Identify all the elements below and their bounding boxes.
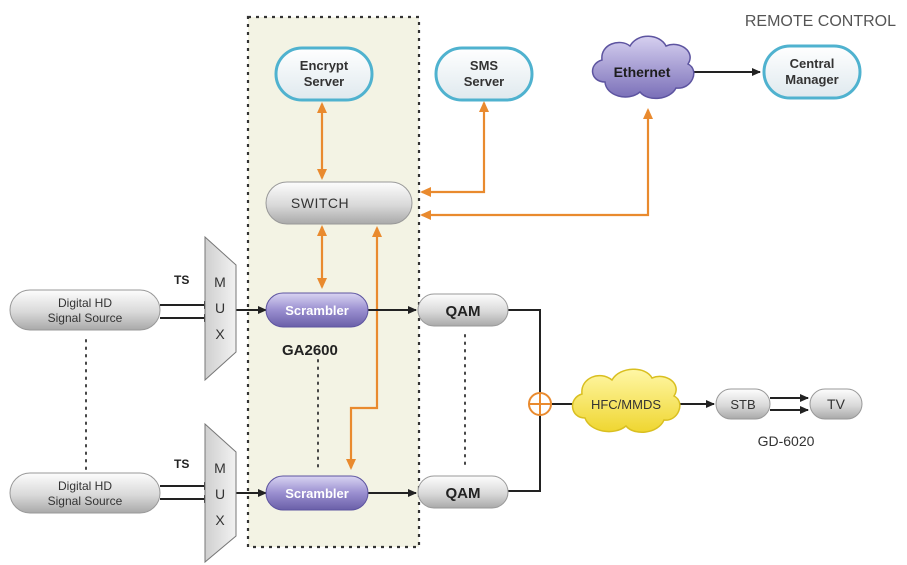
ga2600-label: GA2600: [282, 342, 338, 359]
qam-top-label: QAM: [446, 303, 481, 320]
ethernet-label: Ethernet: [614, 64, 671, 80]
switch-scrambler-bottom-link: [346, 226, 382, 470]
sms-server-node: SMS Server: [434, 46, 534, 102]
combiner-symbol: [528, 392, 552, 416]
qam-bottom-label: QAM: [446, 485, 481, 502]
gd6020-label: GD-6020: [758, 433, 815, 449]
sms-switch-link: [420, 101, 489, 197]
tv-node: TV: [809, 388, 863, 420]
central-manager-node: Central Manager: [762, 44, 862, 100]
switch-label: SWITCH: [291, 195, 349, 211]
qam-bottom: QAM: [417, 475, 509, 509]
scrambler-top-label: Scrambler: [285, 303, 349, 318]
ethernet-switch-link: [420, 108, 653, 220]
ts-label-top: TS: [174, 273, 189, 287]
source-bottom-line2: Signal Source: [48, 494, 123, 508]
source-bottom-line1: Digital HD: [58, 479, 112, 493]
remote-control-title: REMOTE CONTROL: [745, 13, 896, 30]
mux-top: M U X: [204, 235, 237, 382]
mux-bottom-letter-1: M: [214, 460, 226, 476]
source-top-line2: Signal Source: [48, 311, 123, 325]
tv-label: TV: [827, 396, 846, 412]
encrypt-server-line1: Encrypt: [300, 58, 349, 73]
ethernet-cloud: Ethernet: [591, 35, 695, 100]
signal-source-top: Digital HD Signal Source: [9, 289, 161, 331]
signal-source-bottom: Digital HD Signal Source: [9, 472, 161, 514]
stb-label: STB: [730, 397, 755, 412]
hfc-mmds-cloud: HFC/MMDS: [571, 368, 681, 433]
switch-node: SWITCH: [265, 181, 413, 225]
encrypt-server-node: Encrypt Server: [274, 46, 374, 102]
sms-server-line2: Server: [464, 74, 504, 89]
ellipsis-dots: [85, 334, 466, 471]
encrypt-server-line2: Server: [304, 74, 344, 89]
central-manager-line2: Manager: [785, 72, 838, 87]
mux-bottom-letter-2: U: [215, 486, 225, 502]
mux-bottom-letter-3: X: [215, 512, 225, 528]
control-links: [317, 101, 653, 470]
hfc-mmds-label: HFC/MMDS: [591, 397, 661, 412]
ts-label-bottom: TS: [174, 457, 189, 471]
scrambler-top: Scrambler: [265, 292, 369, 328]
scrambler-bottom-label: Scrambler: [285, 486, 349, 501]
scrambler-bottom: Scrambler: [265, 475, 369, 511]
mux-top-letter-2: U: [215, 300, 225, 316]
sms-server-line1: SMS: [470, 58, 499, 73]
stb-node: STB: [715, 388, 771, 420]
qam-top: QAM: [417, 293, 509, 327]
mux-bottom: M U X: [204, 422, 237, 564]
source-top-line1: Digital HD: [58, 296, 112, 310]
central-manager-line1: Central: [790, 56, 835, 71]
mux-top-letter-1: M: [214, 274, 226, 290]
ga2600-panel: [246, 15, 421, 549]
mux-top-letter-3: X: [215, 326, 225, 342]
